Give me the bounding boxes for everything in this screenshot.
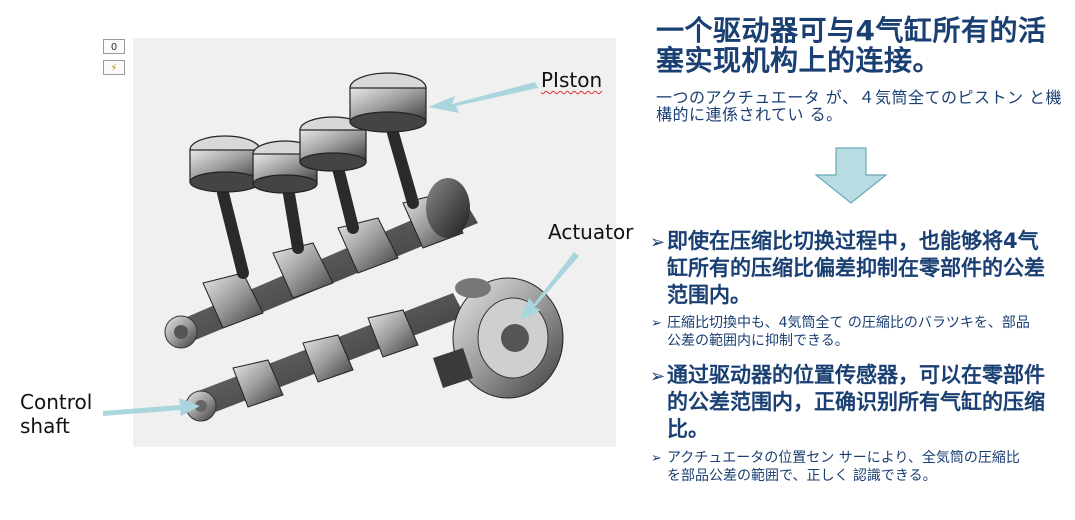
bullet-marker-icon: ➢ [651, 451, 662, 466]
counter-box[interactable]: 0 [103, 39, 125, 54]
control-shaft-label: Control shaft [20, 390, 140, 438]
control-shaft [185, 293, 465, 422]
bullet-1: ➢即使在压缩比切换过程中，也能够将4气缸所有的压缩比偏差抑制在零部件的公差范围内… [650, 228, 1050, 309]
bullet-2-text: 圧縮比切換中も、4気筒全て の圧縮比のバラツキを、部品 公差の範囲内に抑制できる… [667, 315, 1030, 349]
piston-label: PIston [541, 68, 603, 92]
bullet-4: ➢ アクチュエータの位置セン サーにより、全気筒の圧縮比 を部品公差の範囲で、正し… [651, 449, 1051, 485]
bullet-4-text: アクチュエータの位置セン サーにより、全気筒の圧縮比 を部品公差の範囲で、正しく… [667, 450, 1020, 484]
bullet-marker-icon: ➢ [650, 366, 666, 387]
down-arrow-icon [814, 147, 888, 204]
slide-subtitle: 一つのアクチュエータ が、４気筒全てのピストン と機構的に連係されてい る。 [656, 88, 1063, 124]
bullet-1-text: 即使在压缩比切换过程中，也能够将4气缸所有的压缩比偏差抑制在零部件的公差范围内。 [667, 229, 1045, 307]
bullet-marker-icon: ➢ [651, 316, 662, 331]
pistons [189, 72, 427, 194]
control-shaft-label-line1: Control [20, 390, 93, 414]
bullet-2: ➢ 圧縮比切換中も、4気筒全て の圧縮比のバラツキを、部品 公差の範囲内に抑制でき… [651, 314, 1051, 350]
bullet-3-text: 通过驱动器的位置传感器，可以在零部件的公差范围内，正确识别所有气缸的压缩比。 [667, 363, 1045, 441]
actuator-label: Actuator [548, 220, 634, 244]
crankshaft [164, 178, 478, 349]
slide-title: 一个驱动器可与4气缸所有的活塞实现机构上的连接。 [656, 14, 1047, 77]
engine-mechanism-image [133, 38, 616, 447]
bullet-marker-icon: ➢ [650, 232, 666, 253]
bullet-3: ➢通过驱动器的位置传感器，可以在零部件的公差范围内，正确识别所有气缸的压缩比。 [650, 362, 1050, 443]
control-shaft-label-line2: shaft [20, 414, 70, 438]
lightning-icon[interactable]: ⚡ [103, 60, 125, 75]
